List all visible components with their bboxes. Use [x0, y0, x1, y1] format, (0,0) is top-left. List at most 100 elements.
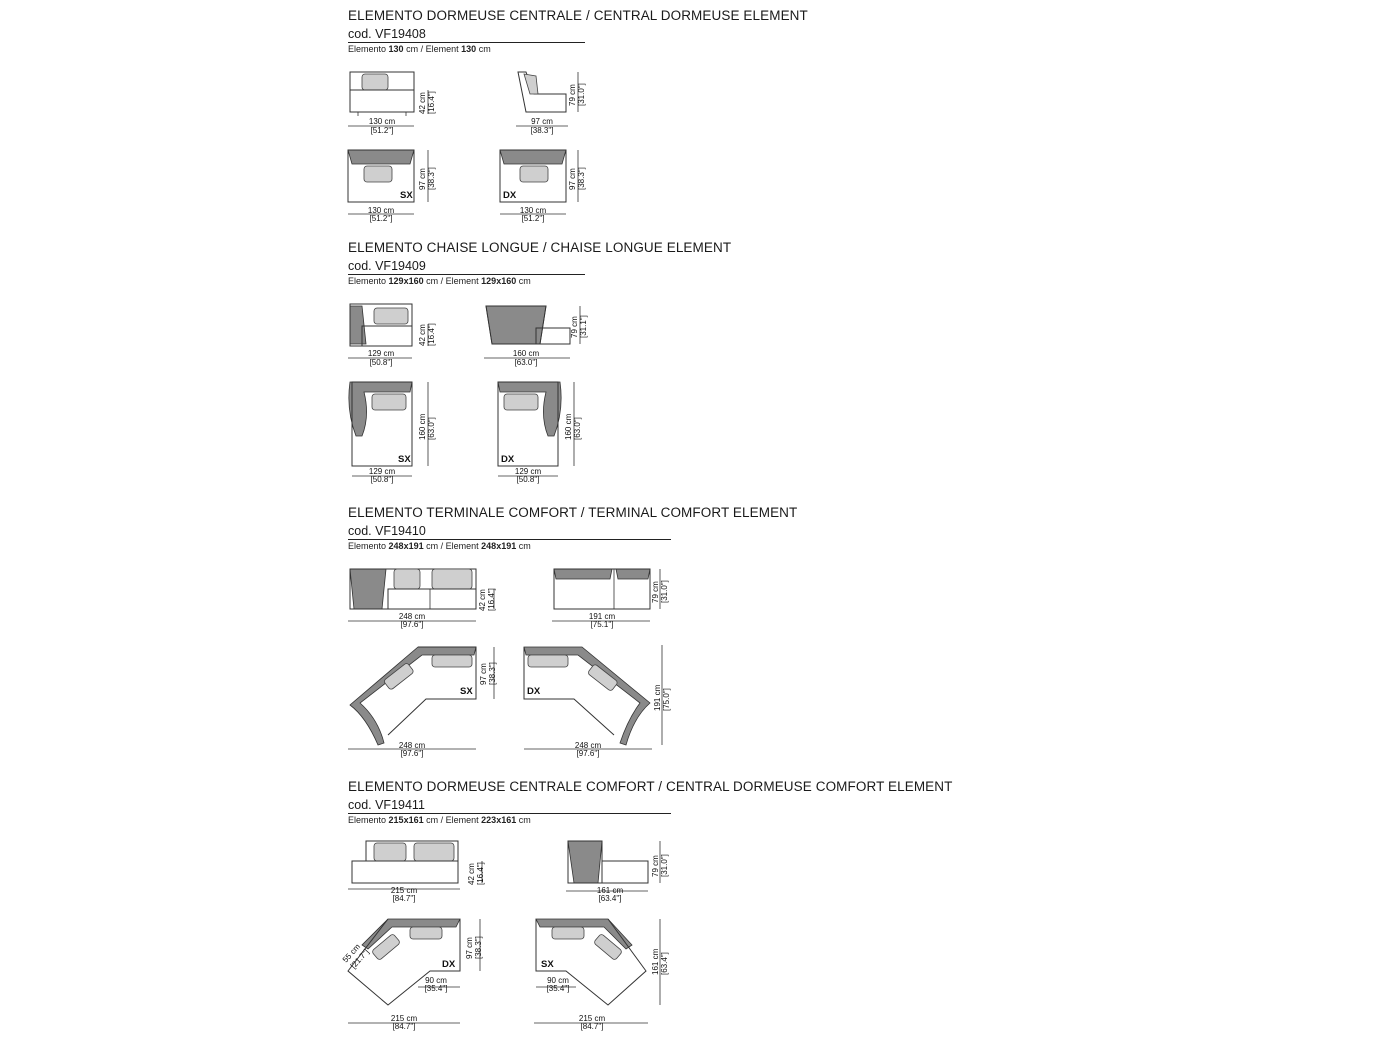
- width-inch-label: [97.6"]: [577, 749, 600, 758]
- height-label: 42 cm: [467, 863, 476, 885]
- element-dimensions: Elemento 248x191 cm / Element 248x191 cm: [348, 541, 531, 551]
- technical-drawings: 130 cm [51.2"] 42 cm [16.4"] 97 cm [38.3…: [347, 71, 586, 223]
- orientation-tag: DX: [527, 686, 541, 697]
- width-inch-label: [38.3"]: [531, 126, 554, 135]
- product-code: cod. VF19411: [348, 798, 425, 812]
- width-inch-label: [63.4"]: [599, 894, 622, 903]
- width-label: 130 cm: [369, 117, 396, 126]
- divider: [348, 274, 585, 275]
- width-label: 191 cm: [589, 612, 616, 621]
- height-label: 79 cm: [568, 84, 577, 106]
- width-inch-label: [97.6"]: [401, 749, 424, 758]
- height-label: 191 cm: [653, 684, 662, 711]
- plan-view-sx: DX 90 cm [35.4"] 55 cm [21.7"] 215 cm [8…: [341, 918, 483, 1031]
- height-inch-label: [31.0"]: [660, 580, 669, 603]
- height-label: 160 cm: [418, 413, 427, 440]
- product-code: cod. VF19408: [348, 27, 426, 41]
- plan-view-dx: DX 130 cm [51.2"] 97 cm [38.3"]: [499, 149, 586, 223]
- width-inch-label: [51.2"]: [371, 126, 394, 135]
- width-label: 215 cm: [391, 1014, 418, 1023]
- width-inch-label: [75.1"]: [591, 620, 614, 629]
- width-label: 161 cm: [597, 886, 624, 895]
- height-label: 79 cm: [570, 316, 579, 338]
- height-label: 97 cm: [418, 168, 427, 190]
- section-central-dormeuse-comfort: ELEMENTO DORMEUSE CENTRALE COMFORT / CEN…: [341, 779, 953, 1031]
- height-inch-label: [38.3"]: [577, 167, 586, 190]
- height-label: 97 cm: [568, 168, 577, 190]
- height-inch-label: [16.4"]: [476, 862, 485, 885]
- width-label: 129 cm: [369, 467, 396, 476]
- front-view: 215 cm [84.7"] 42 cm [16.4"]: [348, 840, 485, 903]
- height-inch-label: [31.0"]: [660, 854, 669, 877]
- width-label: 248 cm: [399, 612, 426, 621]
- height-inch-label: [75.0"]: [662, 688, 671, 711]
- orientation-tag: SX: [460, 686, 473, 697]
- plan-view-dx: DX 248 cm [97.6"] 191 cm [75.0"]: [523, 645, 671, 758]
- width-label: 160 cm: [513, 349, 540, 358]
- front-view: 129 cm [50.8"] 42 cm [16.4"]: [348, 303, 436, 367]
- width-label: 215 cm: [391, 886, 418, 895]
- section-title: ELEMENTO DORMEUSE CENTRALE / CENTRAL DOR…: [348, 8, 808, 23]
- height-label: 79 cm: [651, 855, 660, 877]
- product-code: cod. VF19410: [348, 524, 426, 538]
- section-chaise-longue: ELEMENTO CHAISE LONGUE / CHAISE LONGUE E…: [348, 240, 908, 484]
- width-inch-label: [51.2"]: [522, 214, 545, 223]
- height-label: 42 cm: [418, 324, 427, 346]
- section-title: ELEMENTO TERMINALE COMFORT / TERMINAL CO…: [348, 505, 798, 520]
- plan-view-sx: SX 130 cm [51.2"] 97 cm [38.3"]: [347, 149, 436, 223]
- width-label: 248 cm: [399, 741, 426, 750]
- orientation-tag: SX: [400, 190, 413, 201]
- side-view: 161 cm [63.4"] 79 cm [31.0"]: [566, 840, 669, 903]
- height-inch-label: [38.3"]: [474, 936, 483, 959]
- width-inch-label: [50.8"]: [370, 358, 393, 367]
- front-view: 130 cm [51.2"] 42 cm [16.4"]: [348, 71, 436, 135]
- product-code: cod. VF19409: [348, 259, 426, 273]
- height-label: 97 cm: [465, 937, 474, 959]
- width-inch-label: [50.8"]: [517, 475, 540, 484]
- side-view: 191 cm [75.1"] 79 cm [31.0"]: [552, 568, 669, 629]
- element-dimensions: Elemento 130 cm / Element 130 cm: [348, 44, 491, 54]
- height-inch-label: [63.4"]: [660, 952, 669, 975]
- orientation-tag: DX: [442, 959, 456, 970]
- height-label: 97 cm: [479, 663, 488, 685]
- height-label: 160 cm: [564, 413, 573, 440]
- height-inch-label: [16.4"]: [427, 91, 436, 114]
- section-title: ELEMENTO DORMEUSE CENTRALE COMFORT / CEN…: [348, 779, 953, 794]
- plan-view-dx: SX 90 cm [35.4"] 215 cm [84.7"] 161 cm […: [534, 918, 669, 1031]
- divider: [348, 813, 671, 814]
- section-title: ELEMENTO CHAISE LONGUE / CHAISE LONGUE E…: [348, 240, 732, 255]
- technical-drawings: 215 cm [84.7"] 42 cm [16.4"] 161 cm [63.…: [341, 840, 669, 1031]
- width-label: 130 cm: [368, 206, 395, 215]
- side-view: 97 cm [38.3"] 79 cm [31.0"]: [516, 71, 586, 135]
- height-inch-label: [38.3"]: [488, 662, 497, 685]
- height-inch-label: [63.0"]: [573, 417, 582, 440]
- front-view: 248 cm [97.6"] 42 cm [16.4"]: [348, 568, 496, 629]
- divider: [348, 539, 671, 540]
- width-inch-label: [84.7"]: [393, 1022, 416, 1031]
- width-inch-label: [84.7"]: [393, 894, 416, 903]
- section-terminal-comfort: ELEMENTO TERMINALE COMFORT / TERMINAL CO…: [348, 505, 908, 758]
- height-inch-label: [16.4"]: [427, 323, 436, 346]
- orientation-tag: DX: [501, 454, 515, 465]
- width-label: 97 cm: [531, 117, 553, 126]
- orientation-tag: SX: [541, 959, 554, 970]
- height-label: 42 cm: [478, 589, 487, 611]
- orientation-tag: SX: [398, 454, 411, 465]
- width-label: 129 cm: [515, 467, 542, 476]
- orientation-tag: DX: [503, 190, 517, 201]
- side-view: 160 cm [63.0"] 79 cm [31.1"]: [484, 305, 588, 367]
- height-inch-label: [16.4"]: [487, 588, 496, 611]
- element-dimensions: Elemento 129x160 cm / Element 129x160 cm: [348, 276, 531, 286]
- height-inch-label: [63.0"]: [427, 417, 436, 440]
- technical-drawings: 248 cm [97.6"] 42 cm [16.4"] 191 cm [75.…: [348, 568, 671, 758]
- plan-view-sx: SX 129 cm [50.8"] 160 cm [63.0"]: [348, 381, 436, 484]
- technical-drawings: 129 cm [50.8"] 42 cm [16.4"] 160 cm [63.…: [348, 303, 588, 484]
- width-label: 215 cm: [579, 1014, 606, 1023]
- inner-width-inch-label: [35.4"]: [547, 984, 570, 993]
- divider: [348, 42, 585, 43]
- width-inch-label: [97.6"]: [401, 620, 424, 629]
- width-inch-label: [63.0"]: [515, 358, 538, 367]
- inner-width-label: 90 cm: [425, 976, 447, 985]
- width-inch-label: [50.8"]: [371, 475, 394, 484]
- height-inch-label: [31.1"]: [579, 315, 588, 338]
